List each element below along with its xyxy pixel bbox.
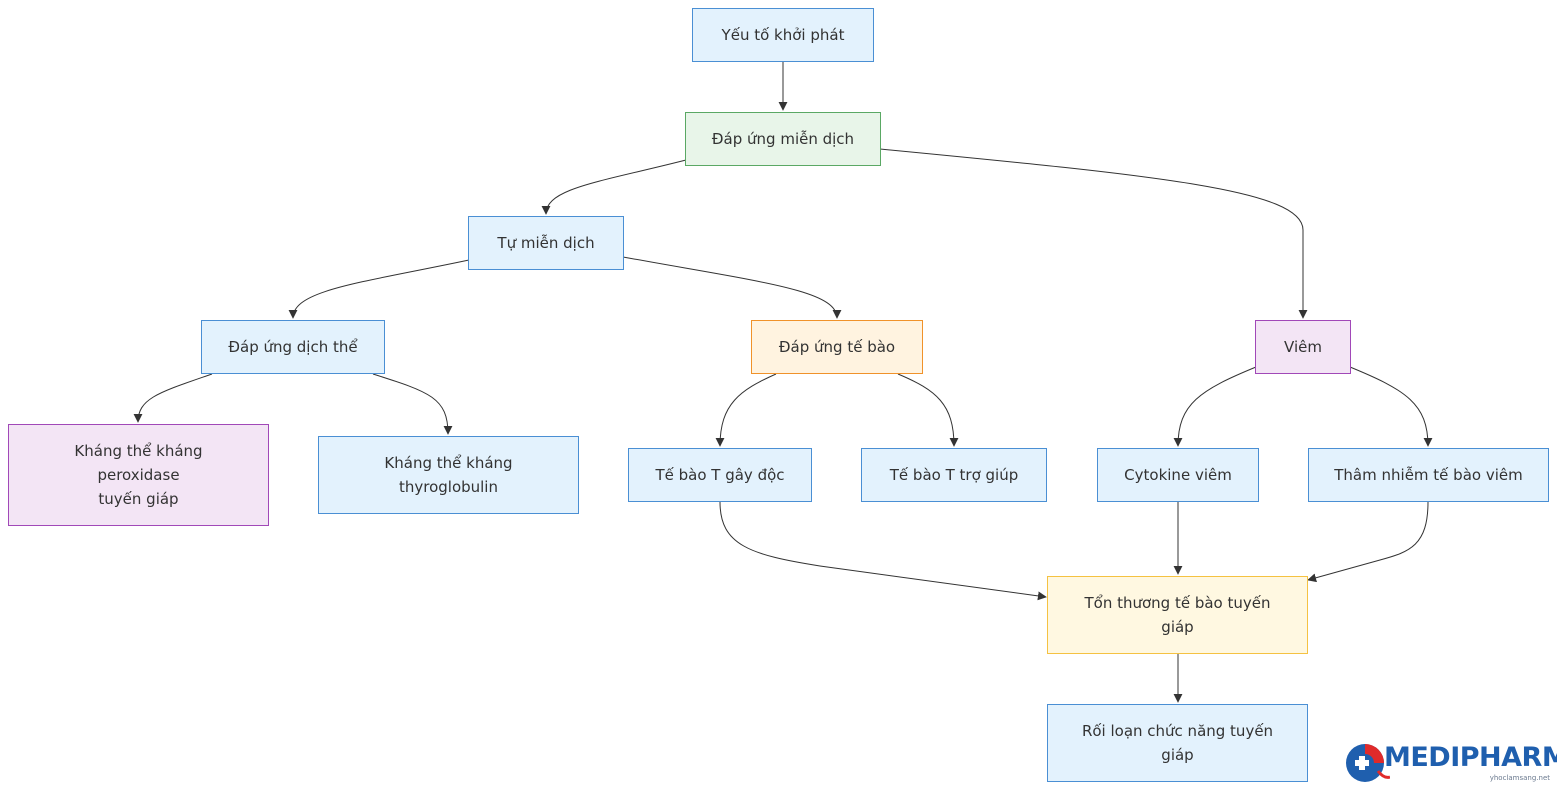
medipharm-brand-text: MEDIPHARM: [1384, 742, 1557, 773]
edge-infiltration-to-thyroid-damage: [1307, 501, 1429, 583]
node-label: Cytokine viêm: [1124, 463, 1232, 487]
node-immune-response: Đáp ứng miễn dịch: [685, 112, 881, 166]
edge-inflammation-to-infiltration: [1349, 366, 1433, 447]
node-label-line: giáp: [1161, 746, 1194, 764]
node-anti-tpo: Kháng thể kháng peroxidase tuyến giáp: [8, 424, 269, 526]
node-label: Rối loạn chức năng tuyến giáp: [1082, 719, 1273, 767]
medipharm-site-text: yhoclamsang.net: [1489, 774, 1550, 782]
node-label-line: Tế bào T trợ giúp: [889, 466, 1019, 484]
node-label-line: tuyến giáp: [98, 490, 179, 508]
node-label: Đáp ứng tế bào: [779, 335, 895, 359]
node-label: Đáp ứng dịch thể: [228, 335, 357, 359]
node-label-line: Tự miễn dịch: [497, 234, 595, 252]
node-label: Kháng thể kháng thyroglobulin: [384, 451, 512, 499]
node-label: Yếu tố khởi phát: [722, 23, 845, 47]
node-label-line: Đáp ứng dịch thể: [228, 338, 358, 356]
node-infiltration: Thâm nhiễm tế bào viêm: [1308, 448, 1549, 502]
node-label: Tổn thương tế bào tuyến giáp: [1084, 591, 1270, 639]
node-cellular-response: Đáp ứng tế bào: [751, 320, 923, 374]
node-autoimmunity: Tự miễn dịch: [468, 216, 624, 270]
edge-humoral-to-anti-tpo: [133, 373, 213, 423]
node-label: Tế bào T trợ giúp: [890, 463, 1018, 487]
node-label-line: giáp: [1161, 618, 1194, 636]
node-helper-t: Tế bào T trợ giúp: [861, 448, 1047, 502]
node-cytokines: Cytokine viêm: [1097, 448, 1259, 502]
node-label-line: Tổn thương tế bào tuyến: [1084, 594, 1271, 612]
edge-cytotoxic-t-to-thyroid-damage: [719, 501, 1047, 601]
node-label: Thâm nhiễm tế bào viêm: [1334, 463, 1522, 487]
node-label: Đáp ứng miễn dịch: [712, 127, 854, 151]
edge-inflammation-to-cytokines: [1173, 366, 1257, 447]
node-label: Viêm: [1284, 335, 1322, 359]
node-cytotoxic-t: Tế bào T gây độc: [628, 448, 812, 502]
edge-immune-response-to-autoimmunity: [541, 159, 687, 215]
node-label: Tế bào T gây độc: [655, 463, 784, 487]
edge-humoral-to-anti-tg: [372, 373, 453, 435]
node-thyroid-damage: Tổn thương tế bào tuyến giáp: [1047, 576, 1308, 654]
node-label-line: Yếu tố khởi phát: [721, 26, 845, 44]
node-humoral-response: Đáp ứng dịch thể: [201, 320, 385, 374]
medipharm-logo-icon: [1346, 744, 1390, 782]
edge-immune-response-to-inflammation: [879, 148, 1308, 319]
medipharm-logo: MEDIPHARM yhoclamsang.net: [1344, 741, 1557, 787]
node-inflammation: Viêm: [1255, 320, 1351, 374]
node-label-line: Đáp ứng tế bào: [778, 338, 896, 356]
node-label-line: Tế bào T gây độc: [655, 466, 785, 484]
node-label-line: Kháng thể kháng: [384, 454, 513, 472]
node-label-line: Viêm: [1284, 338, 1322, 356]
edge-cellular-to-cytotoxic-t: [715, 373, 777, 447]
node-trigger: Yếu tố khởi phát: [692, 8, 874, 62]
node-label-line: Đáp ứng miễn dịch: [711, 130, 855, 148]
node-label: Tự miễn dịch: [497, 231, 594, 255]
node-label-line: Rối loạn chức năng tuyến: [1081, 722, 1274, 740]
node-thyroid-dysfunction: Rối loạn chức năng tuyến giáp: [1047, 704, 1308, 782]
edge-autoimmunity-to-cellular-response: [622, 256, 842, 319]
node-label-line: Thâm nhiễm tế bào viêm: [1334, 466, 1523, 484]
node-label: Kháng thể kháng peroxidase tuyến giáp: [74, 439, 202, 511]
node-label-line: Cytokine viêm: [1124, 466, 1232, 484]
node-label-line: peroxidase: [97, 466, 180, 484]
node-label-line: thyroglobulin: [398, 478, 498, 496]
node-label-line: Kháng thể kháng: [74, 442, 203, 460]
edge-cellular-to-helper-t: [897, 373, 959, 447]
node-anti-tg: Kháng thể kháng thyroglobulin: [318, 436, 579, 514]
edge-autoimmunity-to-humoral-response: [288, 259, 470, 319]
